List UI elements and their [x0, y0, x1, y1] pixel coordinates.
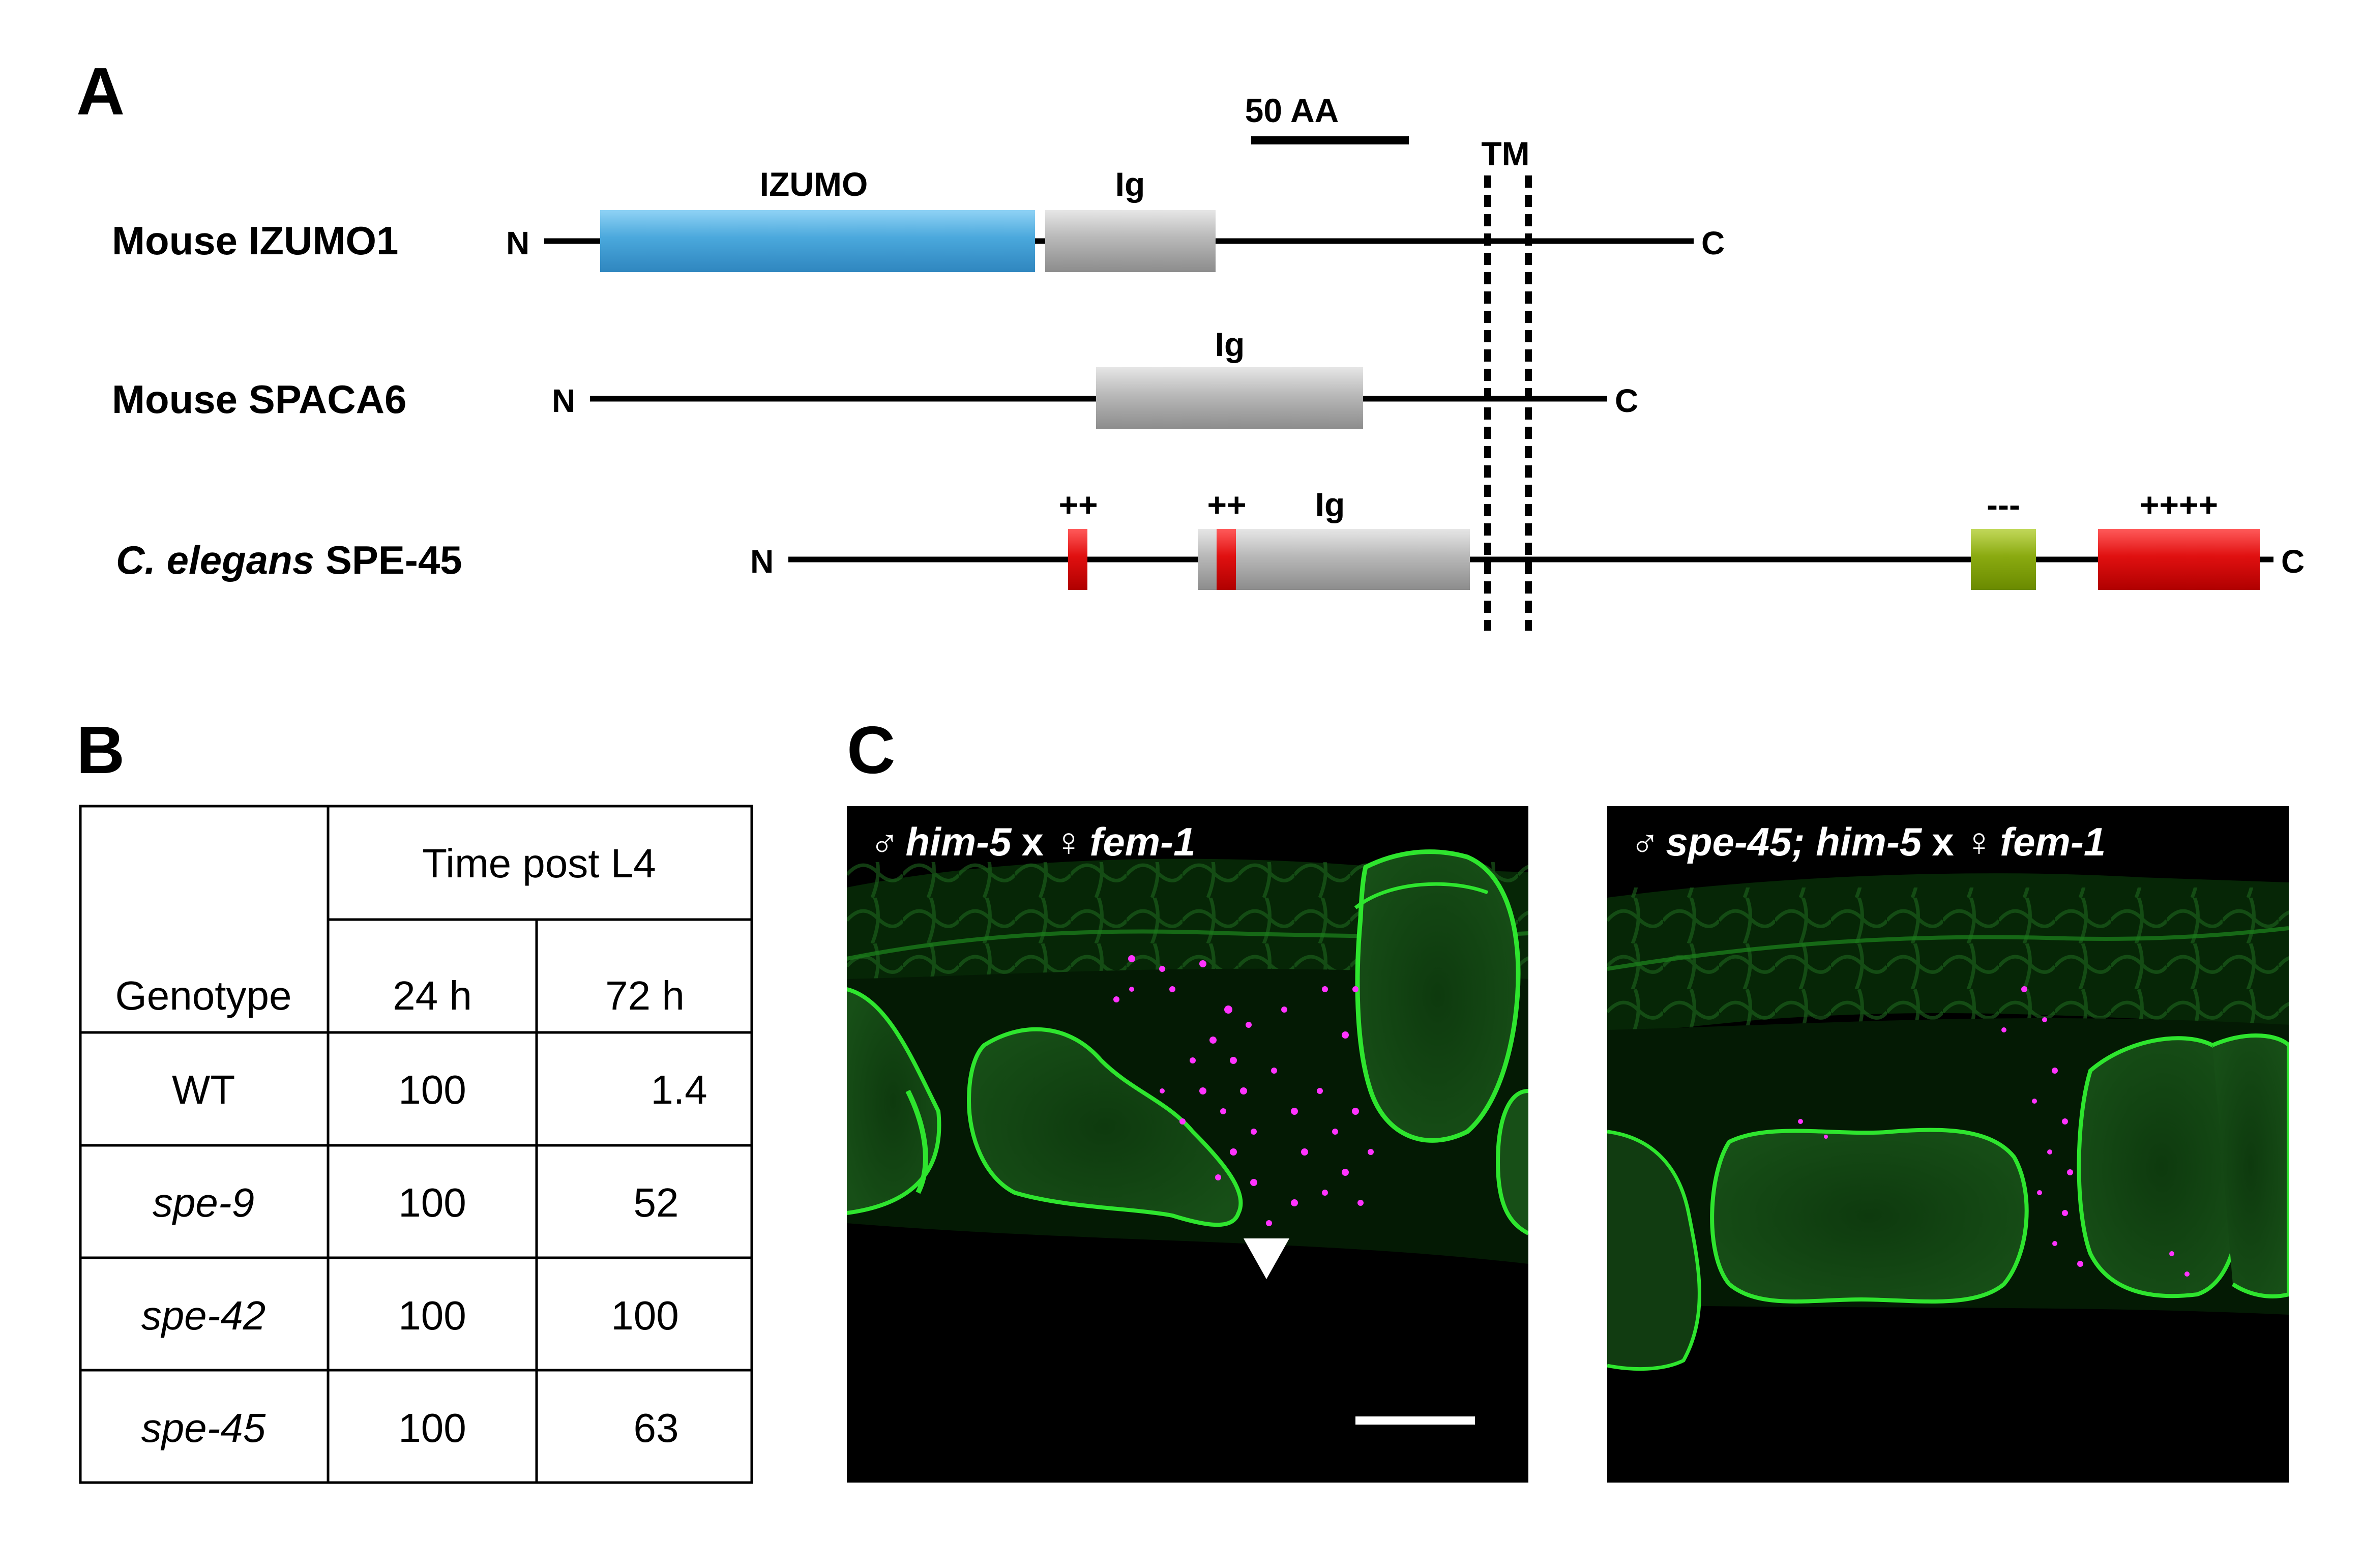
scale-bar	[1355, 1416, 1475, 1425]
genotype-cell: spe-45	[141, 1405, 266, 1451]
panel-a: A 50 AA TM Mouse IZUMO1 N C IZUMO Ig Mou…	[76, 54, 2305, 631]
value-72h-cell: 63	[634, 1405, 679, 1451]
table-header-group: Time post L4	[422, 841, 656, 886]
protein-spaca6: Mouse SPACA6 N C Ig	[112, 326, 1638, 429]
panel-b: B Time post L4 Genotype 24 h 72 h WT 100…	[76, 713, 753, 1484]
value-24h-cell: 100	[398, 1180, 466, 1225]
izumo-domain	[600, 210, 1035, 272]
male-genotype: spe-45; him-5	[1666, 819, 1923, 864]
table-header-24h: 24 h	[393, 973, 472, 1018]
genotype-cell: WT	[172, 1067, 235, 1112]
positive-charge-region	[1068, 529, 1087, 590]
protein-id: SPE-45	[314, 538, 462, 582]
table-row: spe-9 100 52	[153, 1180, 679, 1225]
value-72h-cell: 100	[611, 1293, 678, 1338]
ig-domain-label: Ig	[1315, 486, 1345, 523]
panel-a-letter: A	[76, 54, 125, 129]
positive-charge-region	[2098, 529, 2260, 590]
cross-symbol: x	[1022, 819, 1044, 864]
ig-domain	[1096, 367, 1363, 429]
scale-bar	[1251, 136, 1409, 144]
table-row: WT 100 1.4	[172, 1067, 707, 1112]
male-symbol: ♂	[1630, 819, 1660, 864]
panel-c: C	[847, 713, 2289, 1483]
value-72h-cell: 1.4	[651, 1067, 707, 1112]
value-24h-cell: 100	[398, 1293, 466, 1338]
female-genotype: fem-1	[1089, 819, 1195, 864]
n-terminus-label: N	[506, 225, 529, 261]
panel-c-letter: C	[847, 713, 895, 787]
genotype-cell: spe-9	[153, 1180, 254, 1225]
n-terminus-label: N	[750, 543, 774, 580]
protein-name: Mouse IZUMO1	[112, 218, 398, 263]
ig-domain	[1198, 529, 1470, 590]
protein-spe45: C. elegans SPE-45 N C ++ ++ Ig --- ++++	[116, 486, 2305, 590]
male-genotype: him-5	[906, 819, 1013, 864]
results-table	[79, 805, 753, 1484]
negative-charge-region	[1971, 529, 2036, 590]
male-symbol: ♂	[870, 819, 900, 864]
female-genotype: fem-1	[2000, 819, 2106, 864]
tm-label: TM	[1481, 135, 1529, 172]
value-24h-cell: 100	[398, 1405, 466, 1451]
table-header-72h: 72 h	[605, 973, 685, 1018]
ig-domain	[1045, 210, 1216, 272]
protein-name: C. elegans SPE-45	[116, 538, 462, 582]
protein-izumo1: Mouse IZUMO1 N C IZUMO Ig	[112, 165, 1725, 272]
cross-symbol: x	[1932, 819, 1954, 864]
scale-bar-label: 50 AA	[1245, 92, 1339, 129]
izumo-domain-label: IZUMO	[760, 165, 868, 203]
ig-domain-label: Ig	[1215, 326, 1245, 363]
c-terminus-label: C	[1615, 382, 1638, 419]
value-72h-cell: 52	[634, 1180, 679, 1225]
table-header-genotype: Genotype	[115, 973, 292, 1018]
protein-name: Mouse SPACA6	[112, 377, 406, 422]
female-symbol: ♀	[1964, 819, 1994, 864]
arrowhead-icon	[1244, 1238, 1289, 1279]
species-name: C. elegans	[116, 538, 314, 582]
charge-label: ---	[1987, 486, 2020, 523]
table-row: spe-45 100 63	[141, 1405, 679, 1451]
charge-label: ++	[1207, 486, 1246, 523]
ig-domain-label: Ig	[1115, 165, 1145, 203]
charge-label: ++++	[2140, 486, 2218, 523]
charge-label: ++	[1058, 486, 1098, 523]
panel-b-letter: B	[76, 713, 125, 787]
table-row: spe-42 100 100	[141, 1293, 679, 1338]
n-terminus-label: N	[552, 382, 575, 419]
genotype-cell: spe-42	[141, 1293, 266, 1338]
positive-charge-region	[1217, 529, 1236, 590]
c-terminus-label: C	[2281, 543, 2305, 580]
c-terminus-label: C	[1701, 225, 1725, 261]
value-24h-cell: 100	[398, 1067, 466, 1112]
female-symbol: ♀	[1054, 819, 1084, 864]
